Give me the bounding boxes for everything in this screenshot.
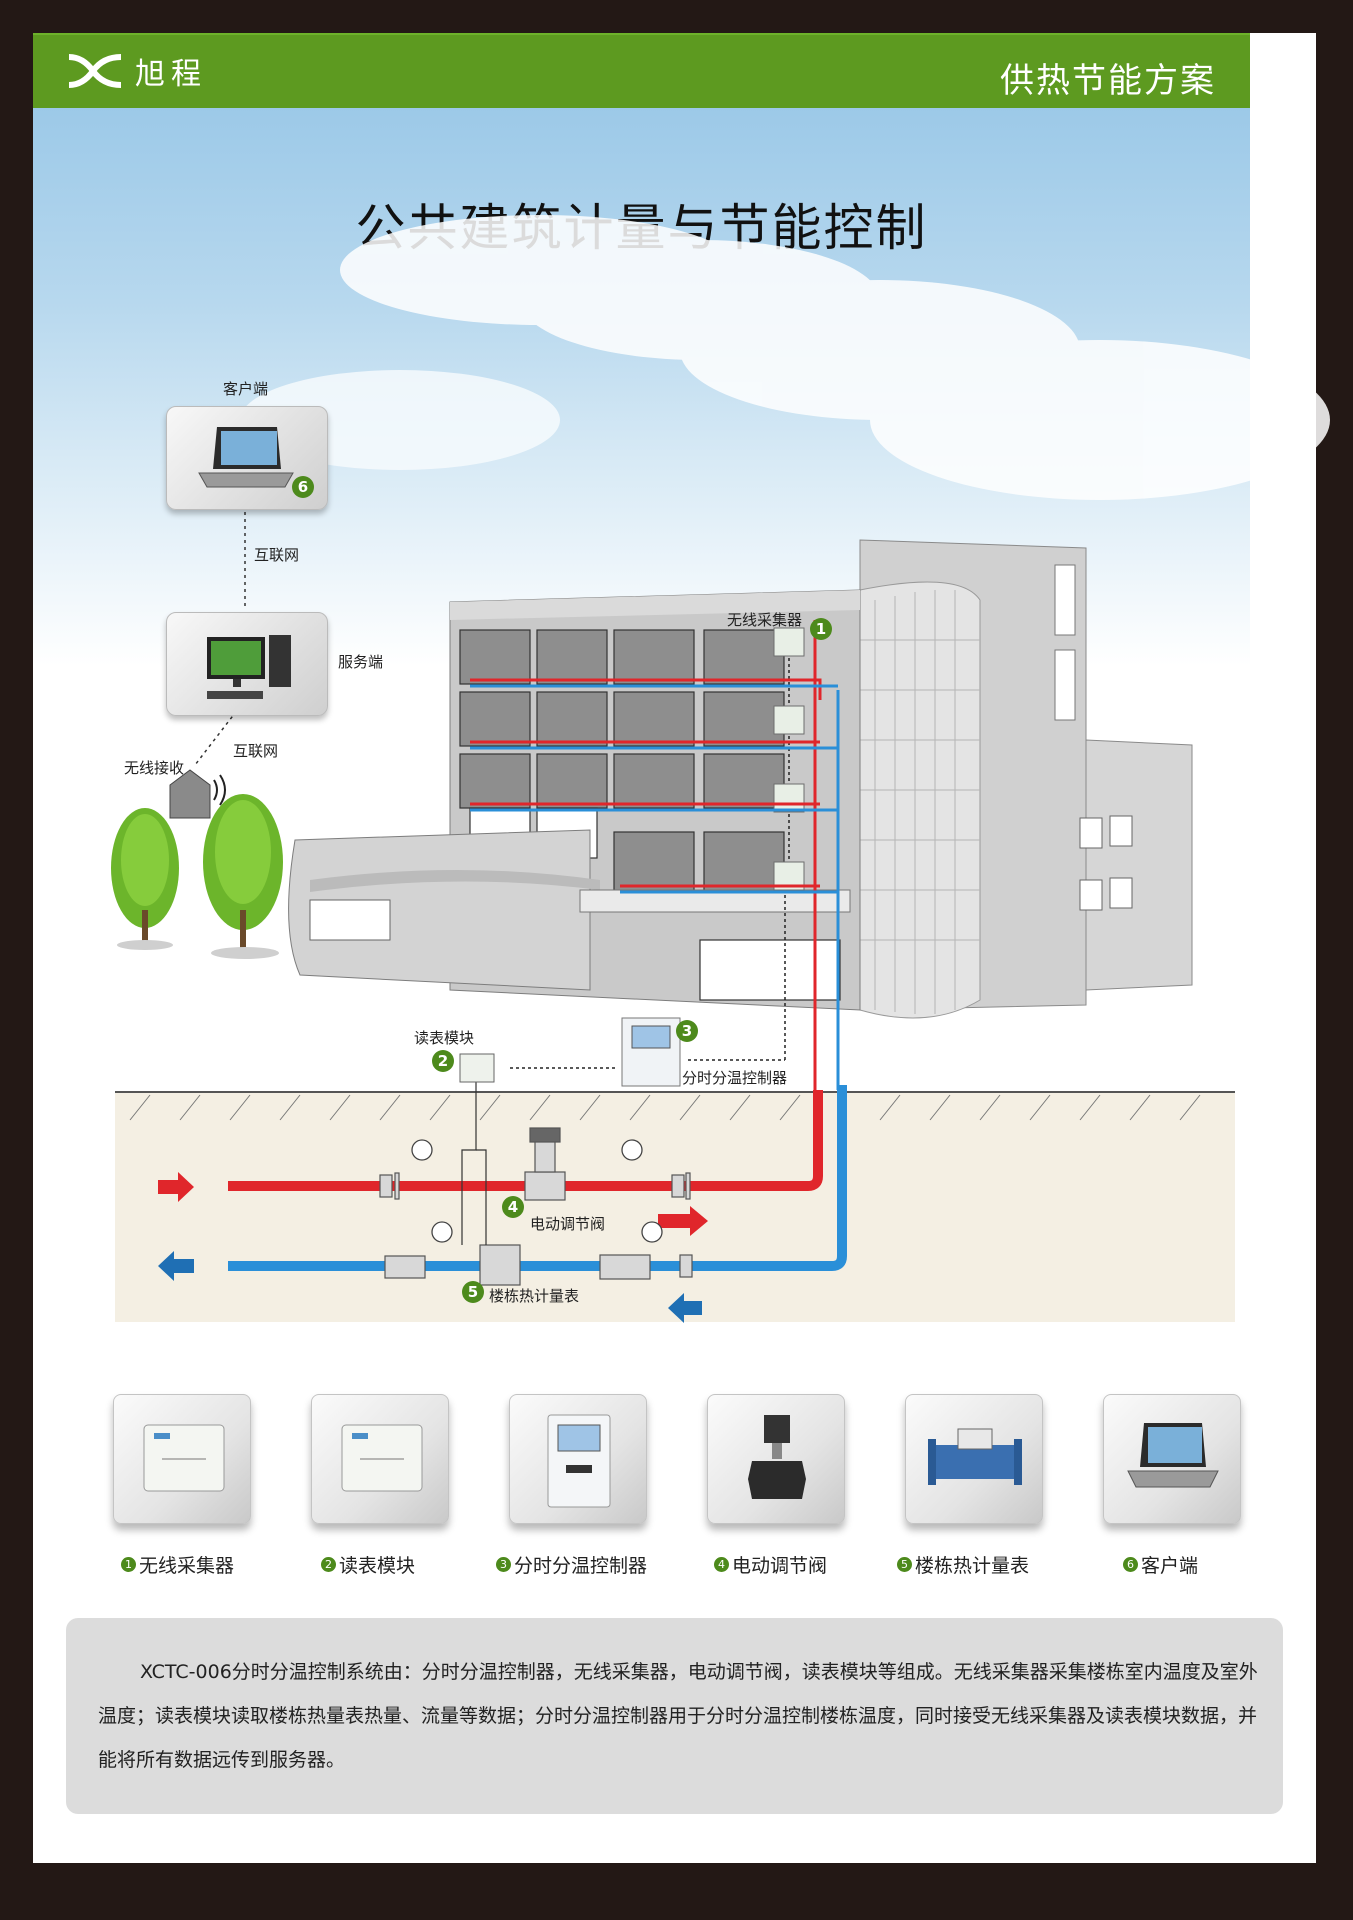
electric-valve-icon [748,1415,806,1499]
desktop-computer-icon [207,635,291,699]
heat-meter-label: 楼栋热计量表 [489,1287,580,1305]
product-text-3: 分时分温控制器 [514,1555,648,1577]
logo-text: 旭程 [135,57,207,92]
return-pipe-main [228,1085,847,1271]
controller-icon [547,1414,611,1508]
product-num-2: 2 [321,1557,336,1572]
valve-label: 电动调节阀 [530,1215,606,1233]
ground-section [115,1091,1235,1322]
product-num-1: 1 [121,1557,136,1572]
meter-wiring [461,1082,487,1245]
wireless-collector-icon [143,1424,225,1492]
controller-link [510,895,786,1069]
product-card-valve [707,1394,845,1524]
supply-pipe-main [228,1090,823,1191]
client-label: 客户端 [223,380,269,398]
badge-5: 5 [462,1281,484,1303]
product-card-controller [509,1394,647,1524]
product-text-4: 电动调节阀 [732,1555,828,1577]
controller-label: 分时分温控制器 [682,1069,788,1087]
laptop-icon [198,427,294,488]
wireless-receiver-label: 无线接收 [124,759,185,777]
description-text: XCTC-006分时分温控制系统由：分时分温控制器，无线采集器，电动调节阀，读表… [98,1661,1258,1771]
product-text-6: 客户端 [1141,1555,1199,1577]
company-logo: 旭程 [65,49,207,93]
product-text-2: 读表模块 [339,1555,416,1577]
floor-return-pipes [470,684,840,1090]
server-label: 服务端 [338,653,384,671]
wireless-collector-label: 无线采集器 [727,611,803,629]
trees [111,794,283,959]
product-text-5: 楼栋热计量表 [915,1555,1030,1577]
product-num-5: 5 [897,1557,912,1572]
meter-reading-module-device [459,1053,495,1083]
floor-supply-pipes [470,620,822,1110]
header-bar: 旭程 供热节能方案 [33,33,1250,108]
wireless-receiver-device [169,769,226,819]
product-num-3: 3 [496,1557,511,1572]
internet-label-upper: 互联网 [254,546,300,564]
badge-4: 4 [502,1196,524,1218]
heat-meter-icon [928,1428,1022,1485]
description-box: XCTC-006分时分温控制系统由：分时分温控制器，无线采集器，电动调节阀，读表… [66,1618,1283,1814]
building-tower [859,539,1193,1019]
pressure-gauges [411,1139,663,1243]
controller-device [621,1017,681,1087]
badge-2: 2 [432,1050,454,1072]
badge-1: 1 [810,618,832,640]
internet-label-lower: 互联网 [233,742,279,760]
header-title: 供热节能方案 [1000,61,1216,101]
clouds [240,215,1330,500]
badge-6: 6 [292,476,314,498]
meter-module-label: 读表模块 [414,1029,475,1047]
network-links [194,512,246,766]
meter-reading-module-icon [341,1424,423,1492]
building-low-wing [288,829,851,991]
product-card-client [1103,1394,1241,1524]
product-card-meter-module [311,1394,449,1524]
server-card [166,612,328,716]
logo-mark-icon [68,54,122,88]
flow-arrows [158,1172,708,1323]
product-text-1: 无线采集器 [139,1555,235,1577]
product-card-heat-meter [905,1394,1043,1524]
product-num-6: 6 [1123,1557,1138,1572]
pipe-fittings [379,1127,693,1286]
product-card-wireless-collector [113,1394,251,1524]
product-num-4: 4 [714,1557,729,1572]
badge-3: 3 [676,1020,698,1042]
laptop-icon [1127,1423,1219,1488]
